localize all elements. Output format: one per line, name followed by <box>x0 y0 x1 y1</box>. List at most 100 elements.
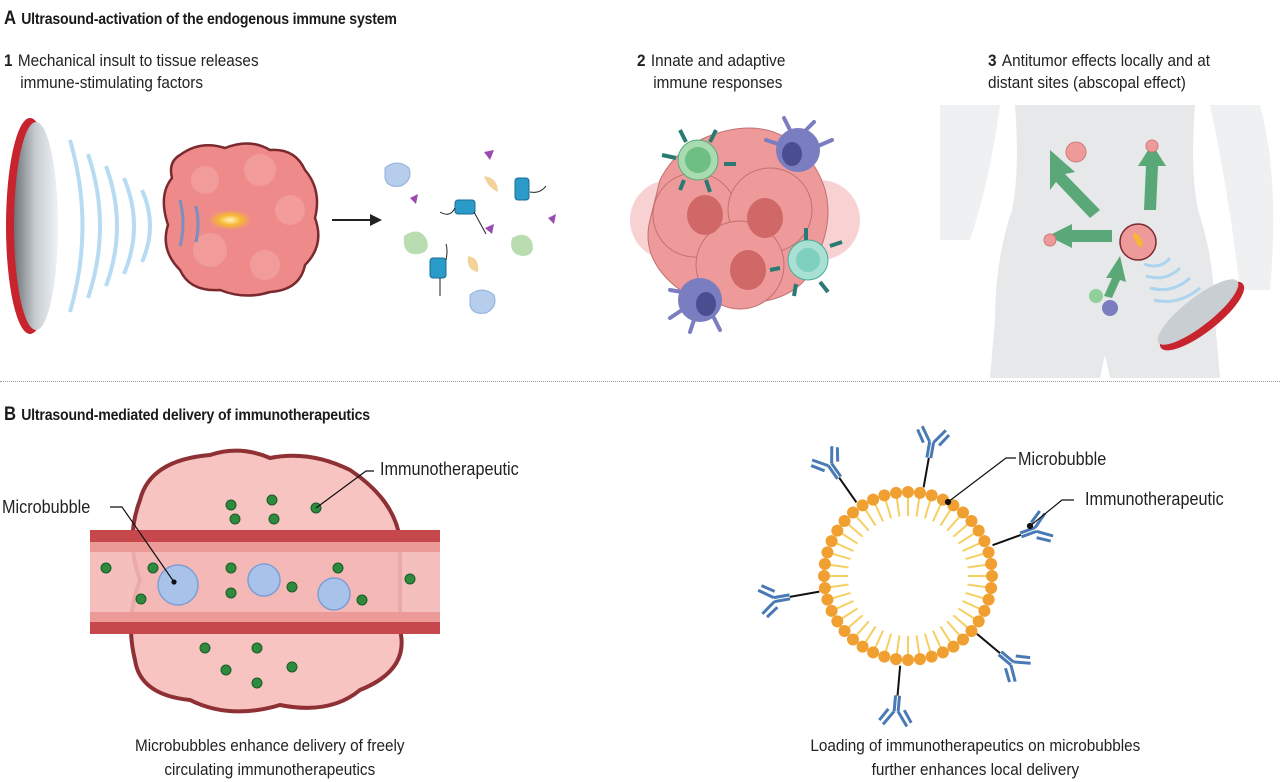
leader-lines <box>110 470 374 585</box>
microbubble-loaded-illustration <box>757 425 1074 728</box>
lipid-tail <box>846 522 864 538</box>
lipid-head <box>821 546 834 559</box>
step-1-line2: immune-stimulating factors <box>20 73 204 92</box>
lipid-tail <box>873 630 884 650</box>
lipid-tail <box>854 514 870 532</box>
lipid-head <box>902 486 914 498</box>
lipid-head <box>982 546 995 559</box>
immunotherapeutic-label-right: Immunotherapeutic <box>1085 489 1224 509</box>
lipid-tail <box>884 633 893 654</box>
step-3-number: 3 <box>988 51 997 70</box>
lipid-tail <box>952 614 970 630</box>
lipid-head <box>878 650 891 663</box>
step-2-line1: Innate and adaptive <box>650 51 786 70</box>
lipid-head <box>972 524 985 537</box>
panel-divider <box>0 381 1280 382</box>
antibody-icon <box>757 584 820 619</box>
lipid-head <box>831 524 844 537</box>
lipid-head <box>856 499 869 512</box>
microbubble-label-left: Microbubble <box>2 497 91 517</box>
lipid-head <box>856 640 869 653</box>
tumor-icon <box>1119 223 1157 261</box>
immunotherapeutic-label-left: Immunotherapeutic <box>380 459 519 479</box>
lipid-head <box>846 633 859 646</box>
lipid-tail <box>873 502 884 522</box>
lipid-head <box>878 489 891 502</box>
lipid-tail <box>957 607 976 621</box>
lipid-tail <box>884 498 893 519</box>
lipid-tail <box>962 600 982 611</box>
lipid-head <box>913 486 926 499</box>
step-1-illustration <box>6 118 556 334</box>
lipid-head <box>925 650 938 663</box>
lipid-head <box>818 581 831 594</box>
panel-a-title-text: Ultrasound-activation of the endogenous … <box>21 11 397 28</box>
lipid-tail <box>932 502 943 522</box>
lipid-tail <box>846 614 864 630</box>
panel-b-title-text: Ultrasound-mediated delivery of immunoth… <box>21 407 370 424</box>
lipid-head <box>846 506 859 519</box>
lipid-tail <box>840 531 859 545</box>
lipid-tail <box>828 583 849 589</box>
lipid-head <box>965 625 978 638</box>
lipid-head <box>965 514 978 527</box>
step-2-line2: immune responses <box>653 73 783 92</box>
lipid-head <box>913 653 926 666</box>
antibody-icon <box>810 446 858 503</box>
lipid-head <box>890 653 903 666</box>
caption-right-line1: Loading of immunotherapeutics on microbu… <box>809 736 1140 755</box>
lipid-head <box>925 489 938 502</box>
ultrasound-wave-icon <box>68 139 152 313</box>
lipid-head <box>957 506 970 519</box>
lipid-tail <box>828 563 849 569</box>
antibody-icon <box>878 665 913 728</box>
panel-a-letter: A <box>4 8 16 29</box>
lipid-head <box>957 633 970 646</box>
lipid-head <box>890 486 903 499</box>
lipid-tail <box>915 496 921 517</box>
lipid-head <box>818 558 831 571</box>
caption-left-line2: circulating immunotherapeutics <box>164 760 376 779</box>
lipid-head <box>978 604 991 617</box>
caption-left: Microbubbles enhance delivery of freely … <box>100 734 440 782</box>
arrow-right-icon <box>332 214 382 226</box>
immunotherapeutic-drug-dots <box>100 494 416 689</box>
lipid-head <box>867 646 880 659</box>
lipid-tail <box>946 620 962 638</box>
lipid-tail <box>923 498 932 519</box>
caption-right-line2: further enhances local delivery <box>871 760 1079 779</box>
lipid-tail <box>830 552 851 561</box>
lipid-tail <box>854 620 870 638</box>
lipid-tail <box>939 508 953 527</box>
immune-cells-icon <box>630 116 860 334</box>
lipid-head <box>838 514 851 527</box>
immune-factors-icon <box>384 150 556 314</box>
antibody-icon <box>992 510 1054 547</box>
lipid-tail <box>967 583 988 589</box>
lipid-head <box>986 570 998 582</box>
step-1-number: 1 <box>4 51 13 70</box>
ultrasound-wave-icon <box>1143 256 1201 303</box>
step-3-line2: distant sites (abscopal effect) <box>988 73 1186 92</box>
lipid-head <box>982 593 995 606</box>
step-3-illustration <box>940 105 1274 378</box>
lipid-head <box>985 558 998 571</box>
lipid-tail <box>895 635 901 656</box>
step-1-line1: Mechanical insult to tissue releases <box>17 51 259 70</box>
metastasis-tumor-icon <box>1043 139 1159 247</box>
lipid-head <box>985 581 998 594</box>
lipid-head <box>838 625 851 638</box>
antibody-group <box>757 425 1054 728</box>
tumor-icon <box>162 142 320 297</box>
lipid-head <box>825 535 838 548</box>
lipid-tail <box>834 541 854 552</box>
lipid-tail <box>830 591 851 600</box>
lipid-tail <box>962 541 982 552</box>
panel-a-title: A Ultrasound-activation of the endogenous… <box>4 8 397 30</box>
step-2-illustration <box>630 116 860 334</box>
lipid-head <box>978 535 991 548</box>
lipid-head <box>818 570 830 582</box>
